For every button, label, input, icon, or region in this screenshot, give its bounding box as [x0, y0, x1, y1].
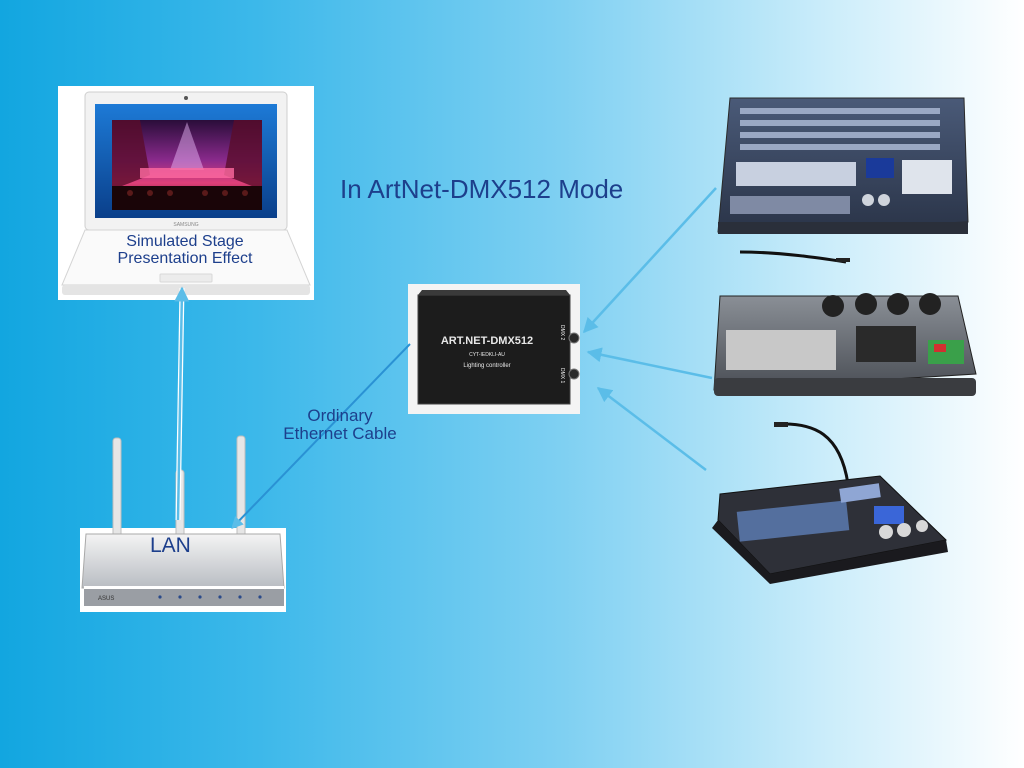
artnet-controller-image: ART.NET-DMX512 CYT-IEDKLI-AU Lighting co…: [408, 284, 580, 414]
lighting-console-2-image: [714, 252, 976, 396]
cable-label: Ordinary Ethernet Cable: [262, 407, 418, 443]
controller-name: ART.NET-DMX512: [441, 335, 533, 347]
lighting-console-3-image: [712, 422, 948, 584]
dmx-port-2: [569, 333, 579, 343]
arrow-console-1-to-controller: [584, 188, 716, 332]
arrow-console-2-to-controller: [588, 352, 712, 378]
cable-label-line-2: Ethernet Cable: [262, 425, 418, 443]
router-brand: ASUS: [98, 596, 114, 602]
laptop-caption: Simulated Stage Presentation Effect: [95, 234, 275, 268]
cable-label-line-1: Ordinary: [262, 407, 418, 425]
router-image: ASUS: [80, 436, 286, 612]
arrow-console-3-to-controller: [598, 388, 706, 470]
stage-image: [112, 120, 262, 210]
laptop-caption-line-2: Presentation Effect: [95, 251, 275, 268]
diagram-title: In ArtNet-DMX512 Mode: [340, 176, 623, 203]
controller-port-label-1: DMX 2: [559, 325, 565, 341]
lan-label: LAN: [150, 535, 191, 557]
dmx-port-1: [569, 369, 579, 379]
lighting-console-1-image: [718, 98, 968, 234]
controller-port-label-2: DMX 1: [559, 368, 565, 384]
controller-subtitle: Lighting controller: [463, 363, 510, 369]
laptop-caption-line-1: Simulated Stage: [95, 234, 275, 251]
laptop-image: SAMSUNG: [58, 86, 314, 300]
controller-model: CYT-IEDKLI-AU: [469, 352, 505, 358]
laptop-brand: SAMSUNG: [173, 222, 198, 228]
